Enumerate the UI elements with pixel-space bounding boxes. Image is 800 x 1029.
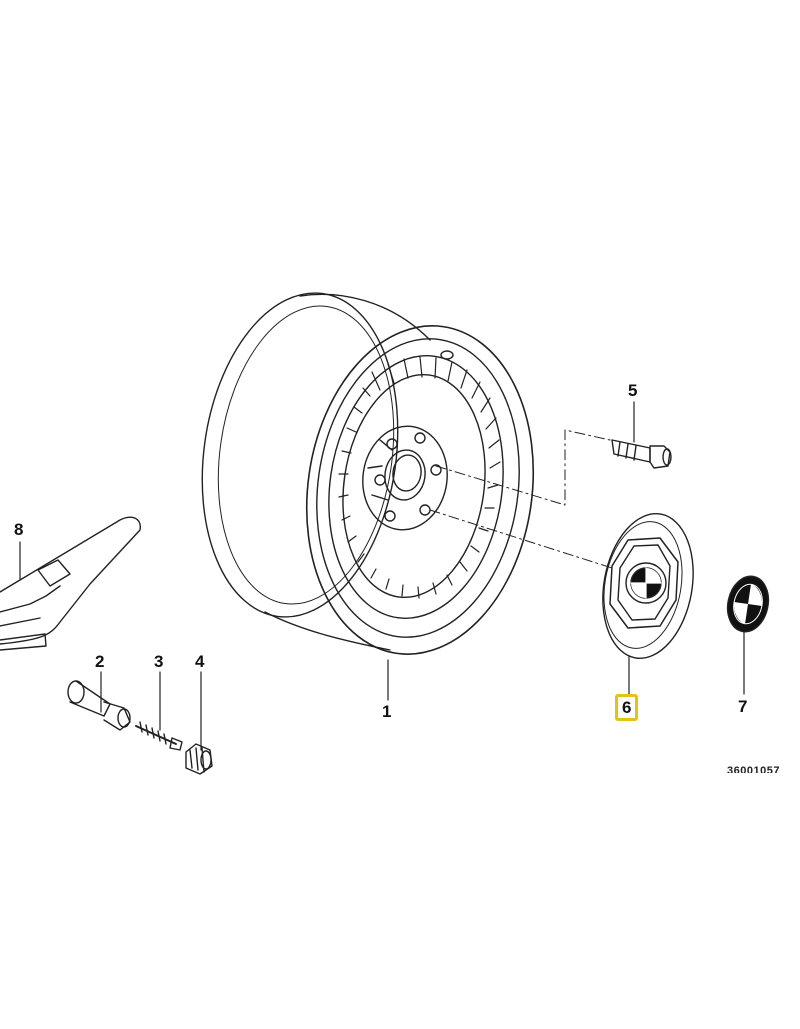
callout-2: 2 [95,652,105,671]
drawing-id: 36001057 [727,765,780,773]
callout-4: 4 [195,652,205,671]
assembly-lines [429,429,613,569]
wheel-rim [201,292,535,655]
callout-6-highlighted[interactable]: 6 [615,694,639,721]
callout-3: 3 [154,652,164,671]
leader-lines [19,401,745,751]
callout-5: 5 [628,381,638,400]
valve-cap [185,743,213,775]
valve-stem [67,680,131,731]
emblem-badge [726,575,770,633]
wheel-bolt [611,439,672,469]
valve-insert [135,721,183,751]
callout-8: 8 [14,520,24,539]
hub-cap [602,513,694,659]
callout-7: 7 [738,697,748,716]
wheel-wrench [0,516,141,651]
callout-1: 1 [382,702,392,721]
